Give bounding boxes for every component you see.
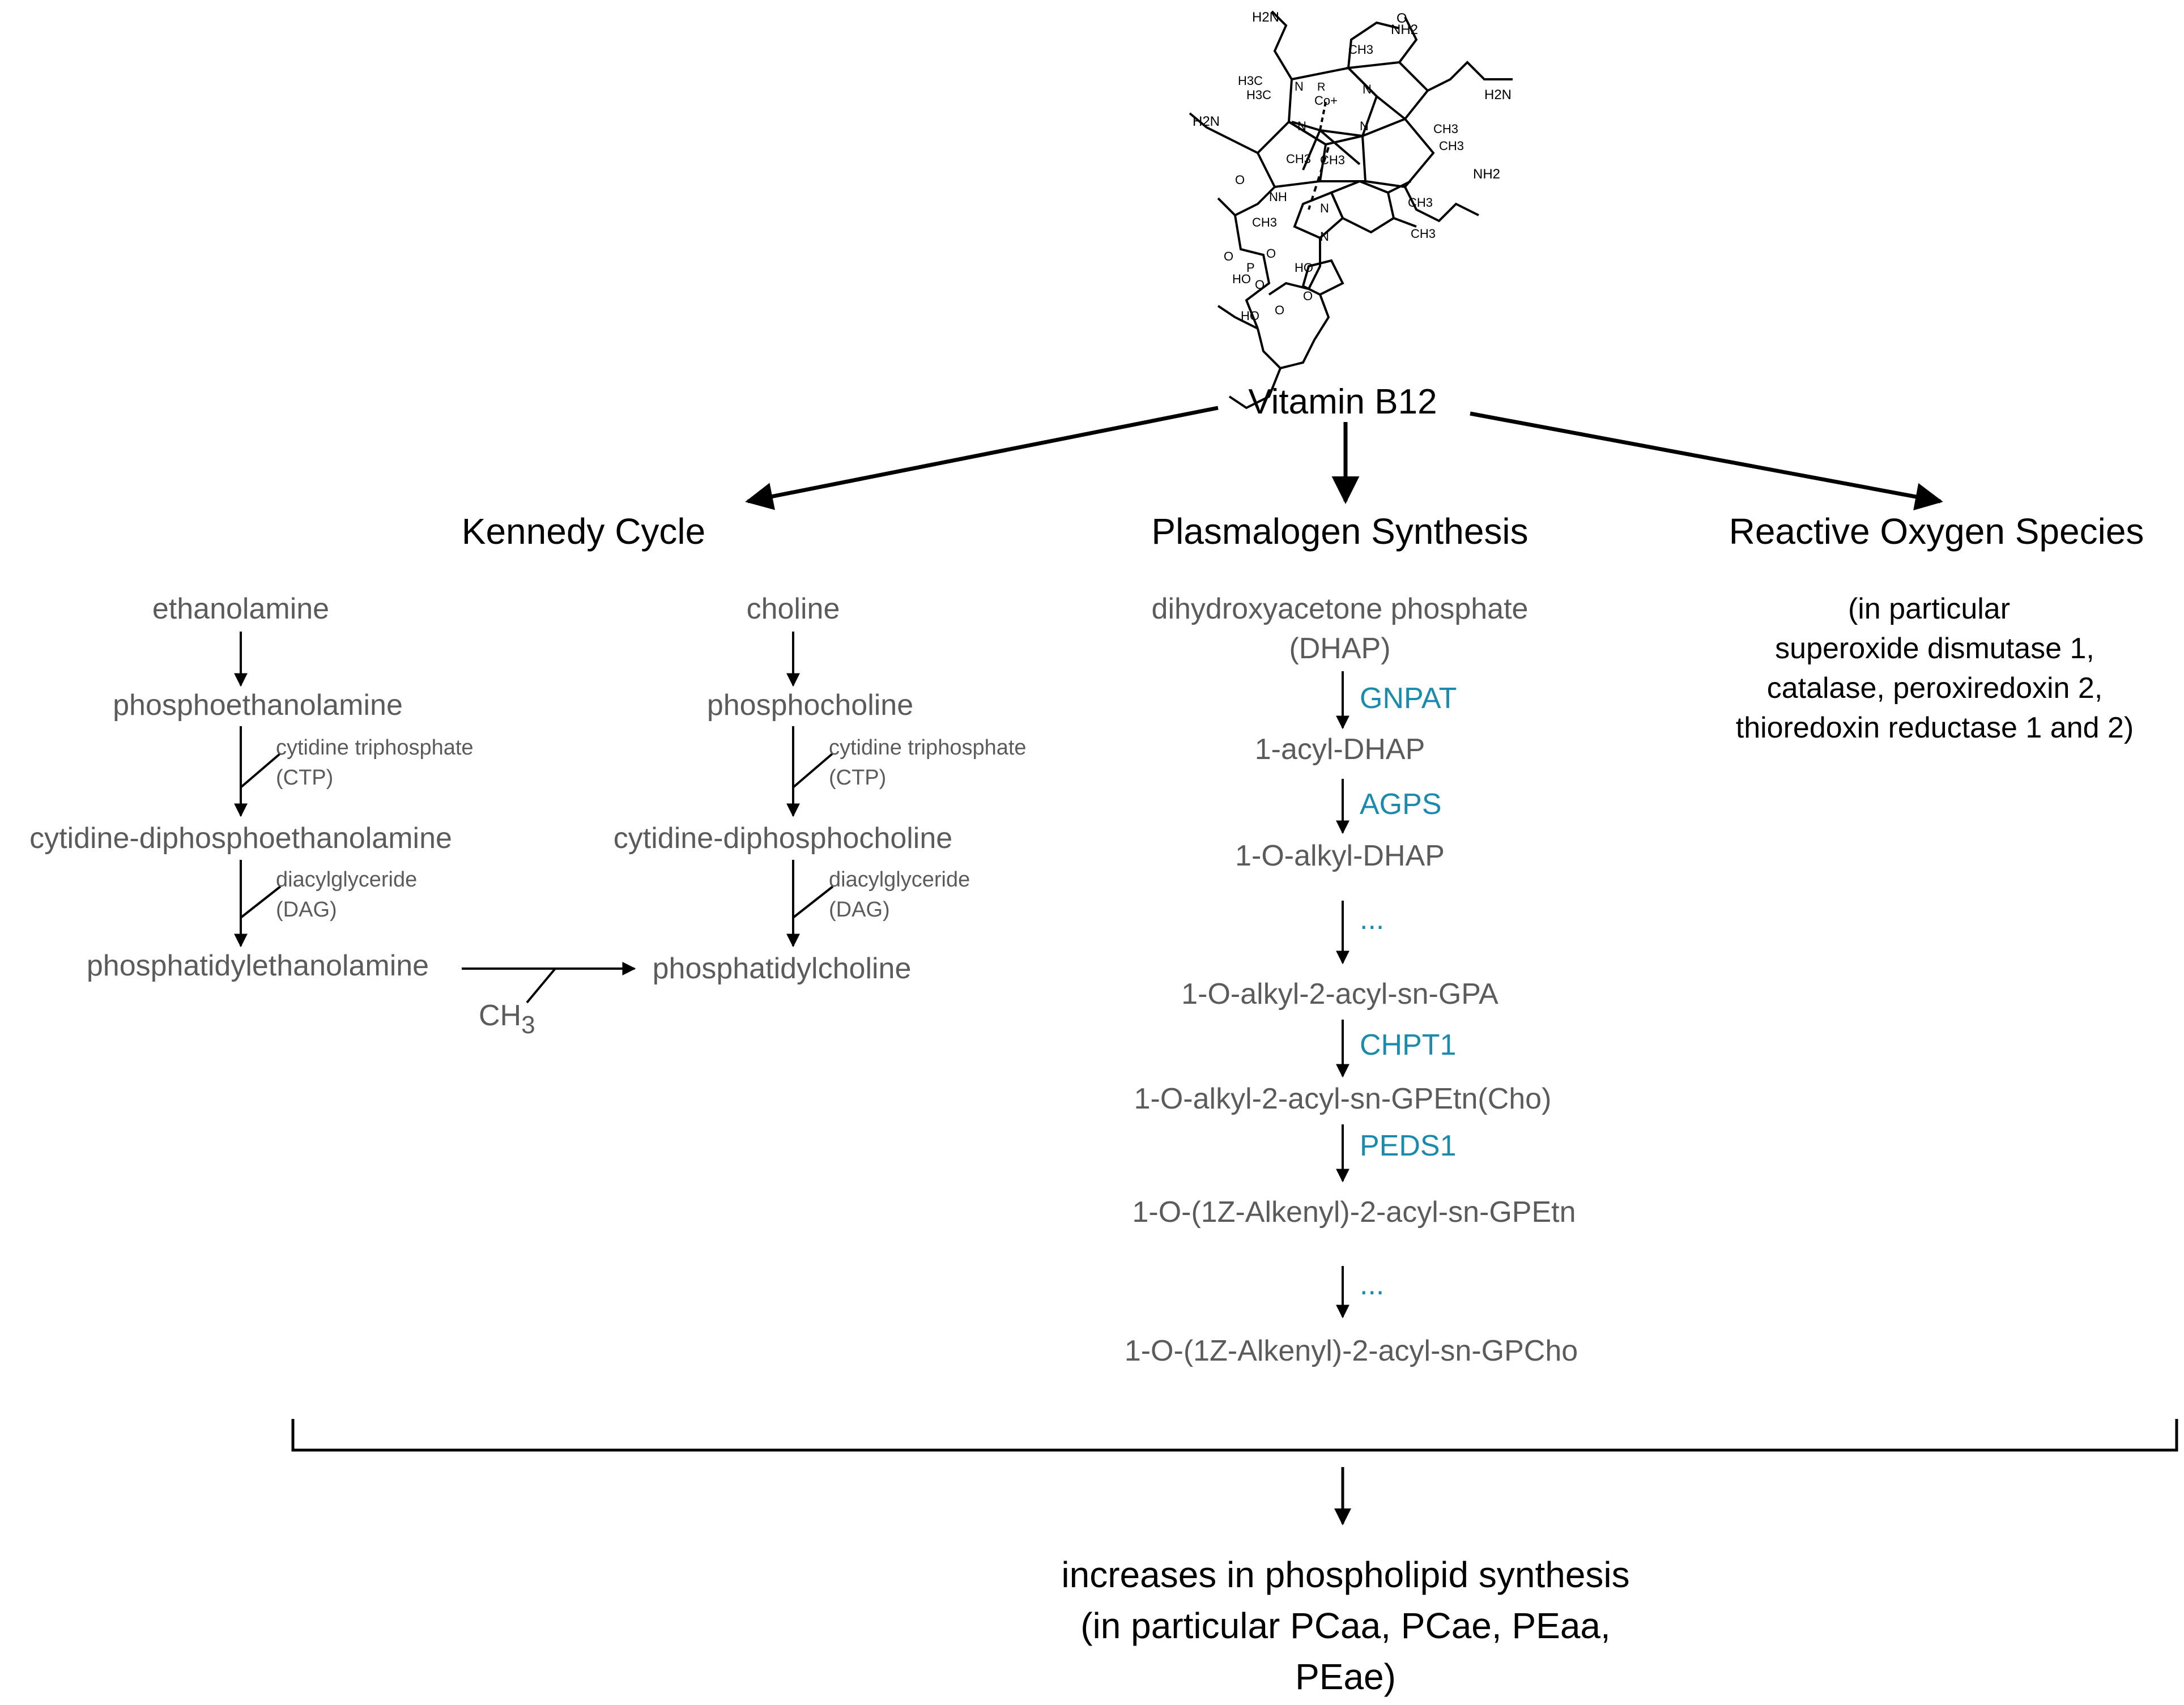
cofactor-label: (CTP) xyxy=(829,766,886,790)
atom-label: O xyxy=(1224,249,1233,263)
choline-step: phosphocholine xyxy=(707,689,913,722)
ethanolamine-step: ethanolamine xyxy=(152,593,329,625)
methylation-arrow: CH3 xyxy=(462,962,636,1039)
arrow-to-kennedy-cycle xyxy=(745,406,1219,510)
atom-label: NH2 xyxy=(1391,22,1418,37)
cofactor-branch xyxy=(240,752,282,788)
atom-label: H3C xyxy=(1246,88,1271,102)
plasmalogen-step: 1-O-(1Z-Alkenyl)-2-acyl-sn-GPCho xyxy=(1125,1335,1578,1367)
plasmalogen-step: 1-acyl-DHAP xyxy=(1255,733,1425,766)
enzyme-label: GNPAT xyxy=(1360,682,1457,715)
atom-label: CH3 xyxy=(1252,215,1277,229)
plasmalogen-synthesis-title: Plasmalogen Synthesis xyxy=(1151,511,1528,552)
atom-label: CH3 xyxy=(1433,122,1458,136)
atom-label: N xyxy=(1363,82,1372,96)
cofactor-label: cytidine triphosphate xyxy=(829,736,1027,760)
enzyme-label: CHPT1 xyxy=(1360,1029,1456,1062)
atom-label: NH2 xyxy=(1473,167,1500,182)
atom-label: O xyxy=(1303,289,1313,303)
atom-label: N xyxy=(1360,119,1369,133)
vitamin-b12-label: Vitamin B12 xyxy=(1248,382,1437,421)
atom-label: N xyxy=(1295,79,1304,93)
plasmalogen-step: 1-O-alkyl-2-acyl-sn-GPEtn(Cho) xyxy=(1134,1082,1552,1115)
enzyme-label: ... xyxy=(1360,903,1384,936)
ethanolamine-step: phosphatidylethanolamine xyxy=(87,949,429,982)
atom-label: HO xyxy=(1295,261,1313,275)
cofactor-label: (DAG) xyxy=(829,898,890,922)
ros-enzymes: (in particular superoxide dismutase 1, c… xyxy=(1736,593,2134,744)
atom-label: O xyxy=(1275,303,1284,317)
atom-label: Co+ xyxy=(1314,93,1338,108)
outcome: increases in phospholipid synthesis (in … xyxy=(1061,1554,1629,1697)
ethanolamine-step: cytidine-diphosphoethanolamine xyxy=(29,822,452,855)
plasmalogen-step: 1-O-(1Z-Alkenyl)-2-acyl-sn-GPEtn xyxy=(1132,1196,1576,1229)
ros-line: thioredoxin reductase 1 and 2) xyxy=(1736,711,2134,744)
cofactor-label: cytidine triphosphate xyxy=(276,736,474,760)
convergence-bracket xyxy=(291,1419,2178,1525)
atom-label: HO xyxy=(1232,272,1251,286)
plasmalogen-step: 1-O-alkyl-DHAP xyxy=(1235,839,1445,872)
plasmalogen-pathway: dihydroxyacetone phosphate (DHAP) 1-acyl… xyxy=(1125,593,1578,1367)
choline-step: cytidine-diphosphocholine xyxy=(614,822,952,855)
cofactor-label: diacylglyceride xyxy=(829,868,970,892)
atom-label: NH xyxy=(1269,190,1287,204)
atom-label: P xyxy=(1246,261,1255,275)
vitamin-b12-structure xyxy=(1189,10,1513,410)
enzyme-label: AGPS xyxy=(1360,788,1442,821)
enzyme-label: ... xyxy=(1360,1268,1384,1301)
kennedy-cycle-title: Kennedy Cycle xyxy=(462,511,705,552)
outcome-line: PEae) xyxy=(1295,1656,1396,1697)
atom-label: O xyxy=(1397,11,1407,26)
plasmalogen-step: dihydroxyacetone phosphate xyxy=(1152,593,1529,625)
atom-label: CH3 xyxy=(1439,139,1464,153)
enzyme-label: PEDS1 xyxy=(1360,1129,1457,1162)
branch-arrows xyxy=(745,406,1943,510)
atom-label: R xyxy=(1317,81,1325,93)
methyl-group-label: CH3 xyxy=(479,999,535,1039)
atom-label: CH3 xyxy=(1348,42,1373,57)
outcome-line: increases in phospholipid synthesis xyxy=(1061,1554,1629,1595)
plasmalogen-step: (DHAP) xyxy=(1289,632,1390,665)
plasmalogen-step: 1-O-alkyl-2-acyl-sn-GPA xyxy=(1181,978,1498,1011)
reactive-oxygen-species-title: Reactive Oxygen Species xyxy=(1729,511,2144,552)
atom-label: H3C xyxy=(1238,74,1263,88)
arrow-to-reactive-oxygen-species xyxy=(1470,411,1943,510)
atom-label: O xyxy=(1255,278,1265,292)
vitamin-b12-atom-labels: H2N NH2 H2N O CH3 H3C H3C N N N N Co+ R … xyxy=(1193,10,1512,323)
atom-label: CH3 xyxy=(1408,195,1433,210)
atom-label: CH3 xyxy=(1286,152,1311,166)
cofactor-label: diacylglyceride xyxy=(276,868,417,892)
cofactor-branch xyxy=(792,885,834,919)
cofactor-label: (CTP) xyxy=(276,766,333,790)
outcome-line: (in particular PCaa, PCae, PEaa, xyxy=(1080,1605,1611,1646)
ethanolamine-step: phosphoethanolamine xyxy=(113,689,403,722)
ros-line: (in particular xyxy=(1848,593,2010,625)
atom-label: H2N xyxy=(1193,114,1220,129)
choline-pathway: choline phosphocholine cytidine-diphosph… xyxy=(614,593,1027,985)
ros-line: catalase, peroxiredoxin 2, xyxy=(1767,672,2103,705)
choline-step: phosphatidylcholine xyxy=(653,952,912,985)
ethanolamine-pathway: ethanolamine phosphoethanolamine cytidin… xyxy=(29,593,473,982)
atom-label: N xyxy=(1320,229,1329,244)
cofactor-label: (DAG) xyxy=(276,898,337,922)
atom-label: HO xyxy=(1241,309,1259,323)
atom-label: N xyxy=(1297,119,1306,133)
atom-label: H2N xyxy=(1252,10,1279,25)
atom-label: N xyxy=(1320,201,1329,215)
ros-line: superoxide dismutase 1, xyxy=(1775,632,2094,665)
cofactor-branch xyxy=(792,752,834,788)
atom-label: H2N xyxy=(1484,87,1512,103)
cofactor-branch xyxy=(240,885,282,919)
atom-label: CH3 xyxy=(1411,227,1436,241)
atom-label: CH3 xyxy=(1320,153,1345,167)
atom-label: O xyxy=(1266,246,1276,261)
choline-step: choline xyxy=(747,593,840,625)
atom-label: O xyxy=(1235,173,1245,187)
